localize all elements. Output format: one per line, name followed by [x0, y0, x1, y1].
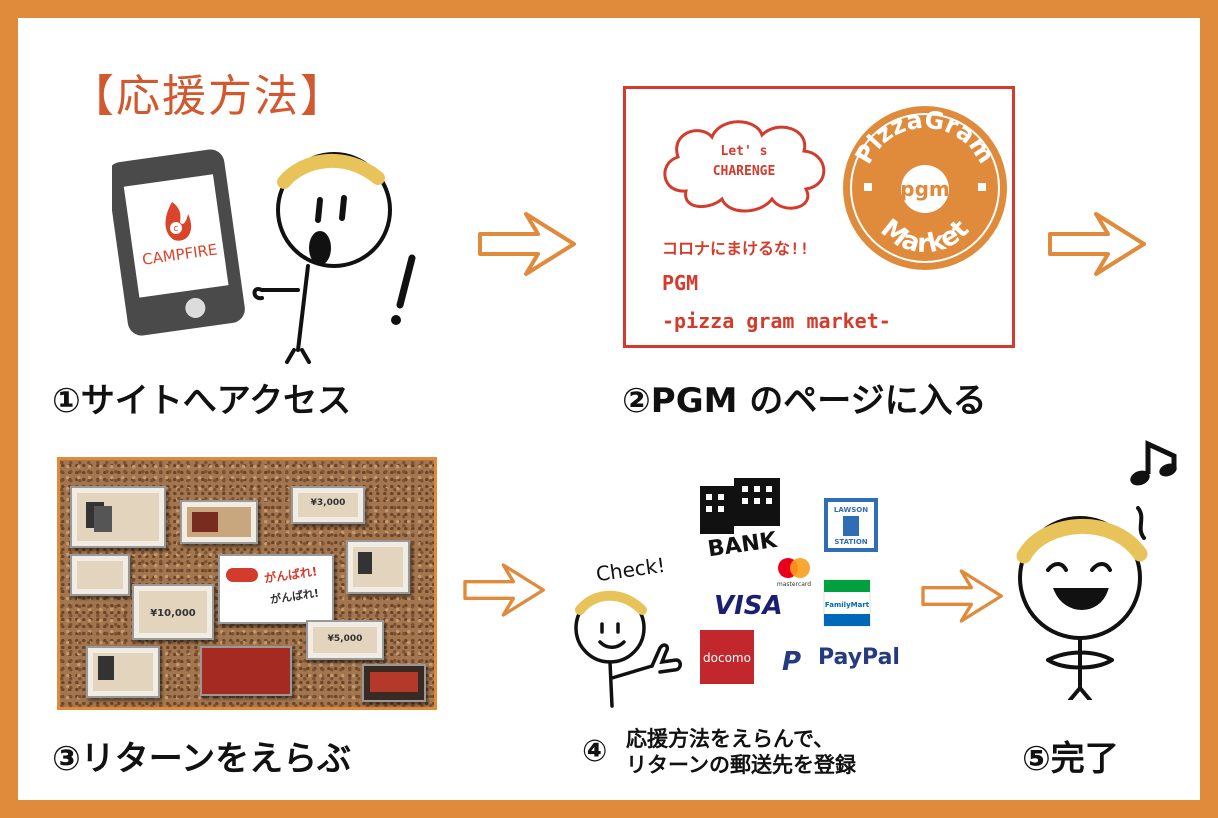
exclamation-icon	[391, 254, 416, 325]
step5-label: ⑤完了	[1022, 739, 1119, 779]
step4-line2: リターンの郵送先を登録	[626, 753, 856, 777]
docomo-icon: docomo	[700, 630, 754, 684]
lawson-icon: LAWSON STATION	[824, 498, 878, 552]
price-label: ¥5,000	[327, 634, 363, 644]
check-text: Check!	[594, 553, 666, 586]
step4-line1: 応援方法をえらんで、	[626, 727, 835, 751]
cloud-line2: CHARENGE	[713, 164, 776, 179]
reward-card	[70, 486, 166, 548]
reward-card	[346, 540, 410, 594]
logo-mid-text: pgm	[900, 177, 949, 201]
pgm-slogan: コロナにまけるな!!	[662, 239, 810, 258]
arrow-right-icon	[463, 563, 545, 617]
familymart-label: FamilyMart	[825, 601, 870, 609]
reward-card	[70, 554, 130, 596]
step3-label: ③リターンをえらぶ	[52, 739, 352, 779]
reward-banner: がんばれ! がんばれ!	[218, 554, 334, 624]
person-icon	[252, 152, 392, 364]
music-note-icon	[1130, 440, 1177, 540]
paypal-label: PayPal	[818, 645, 900, 670]
bank-icon: BANK	[700, 478, 780, 562]
banner-line1: がんばれ!	[263, 564, 319, 586]
cloud-line1: Let' s	[721, 144, 768, 159]
reward-card: ¥3,000	[291, 486, 365, 524]
pizzagram-logo: PizzaGram Market pgm	[843, 105, 1007, 270]
payment-methods: BANK LAWSON STATION mastercard VISA Fami…	[700, 478, 900, 684]
step2-label: ②PGM のページに入る	[622, 381, 987, 421]
reward-card	[200, 646, 292, 696]
step1-label: ①サイトへアクセス	[52, 381, 352, 421]
svg-text:C: C	[174, 225, 179, 233]
reward-card: ¥5,000	[306, 620, 384, 660]
smartphone-icon: C CAMPFIRE	[112, 149, 245, 336]
lawson-top-label: LAWSON	[834, 506, 868, 514]
step1-illustration: C CAMPFIRE	[112, 149, 416, 364]
happy-person-illustration	[1016, 440, 1177, 700]
arrow-right-icon	[478, 212, 576, 276]
mastercard-label: mastercard	[777, 581, 811, 588]
familymart-icon: FamilyMart	[823, 579, 871, 627]
pgm-name: PGM	[662, 271, 699, 295]
price-label: ¥10,000	[150, 608, 196, 619]
reward-card	[362, 664, 426, 702]
reward-board: ¥3,000 ¥10,000 がんばれ! がんばれ! ¥5,000	[57, 457, 437, 710]
mastercard-icon: mastercard	[777, 558, 811, 588]
docomo-label: docomo	[703, 651, 751, 665]
svg-text:P: P	[782, 647, 801, 677]
check-person-illustration: Check!	[574, 553, 682, 708]
pgm-full-name: -pizza gram market-	[662, 309, 891, 333]
reward-card: ¥10,000	[132, 584, 214, 640]
page-title: 【応援方法】	[70, 71, 346, 122]
arrow-right-icon	[921, 569, 1003, 623]
banner-line2: がんばれ!	[269, 586, 320, 607]
reward-card	[86, 646, 160, 698]
reward-card	[180, 500, 258, 544]
visa-label: VISA	[714, 591, 783, 621]
arrow-right-icon	[1048, 212, 1146, 276]
lawson-bottom-label: STATION	[834, 538, 867, 546]
cloud-icon: Let' s CHARENGE	[663, 120, 826, 213]
pgm-page-preview: Let' s CHARENGE PizzaGram Market pgm コロナ…	[623, 86, 1015, 348]
step4-number: ④	[582, 734, 608, 769]
paypal-icon: P PayPal	[782, 645, 900, 677]
price-label: ¥3,000	[310, 498, 346, 508]
